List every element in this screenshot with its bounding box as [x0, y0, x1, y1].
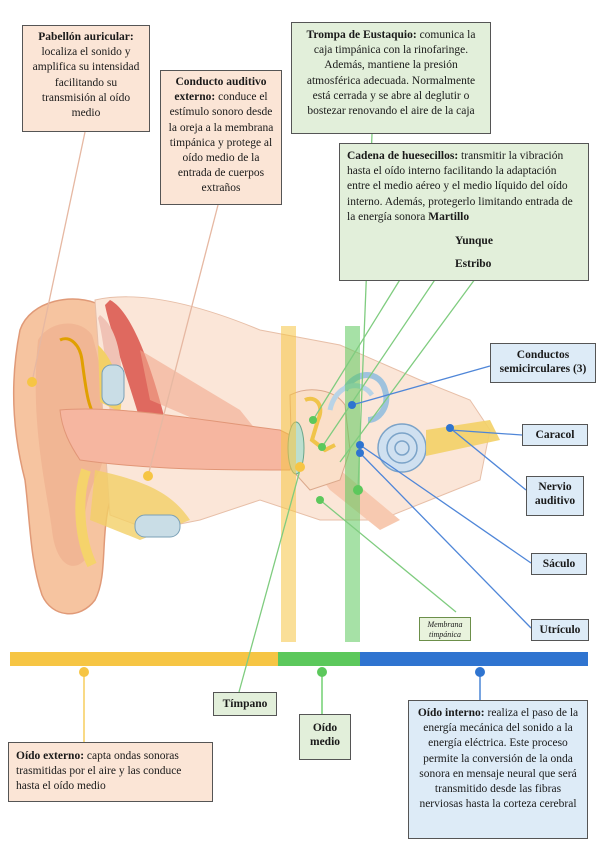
conductos-semicirculares-label: Conductos semicirculares (3): [490, 343, 596, 383]
martillo-label: Martillo: [428, 210, 470, 223]
conducto-auditivo-box: Conducto auditivo externo: conduce el es…: [160, 70, 282, 205]
conducto-title: Conducto auditivo externo:: [174, 76, 267, 104]
oido-medio-label: Oído medio: [299, 714, 351, 760]
saculo-label: Sáculo: [531, 553, 587, 575]
utriculo-label: Utrículo: [531, 619, 589, 641]
middle-ear-bar: [278, 652, 362, 666]
yunque-label: Yunque: [455, 235, 493, 247]
oido-externo-title: Oído externo:: [16, 750, 87, 762]
oido-interno-title: Oído interno:: [417, 707, 488, 719]
caracol-label: Caracol: [522, 424, 588, 446]
inner-ear-bar: [360, 652, 588, 666]
trompa-title: Trompa de Eustaquio:: [306, 29, 420, 41]
conducto-text: conduce el estímulo sonoro desde la orej…: [168, 91, 274, 195]
marker-dots: [27, 377, 485, 677]
cadena-text: transmitir la vibración hasta el oído in…: [347, 150, 573, 223]
outer-ear-bar: [10, 652, 280, 666]
pabellon-title: Pabellón auricular:: [38, 31, 134, 43]
oido-externo-text: capta ondas sonoras trasmitidas por el a…: [16, 750, 182, 793]
membrana-timpanica-tag: Membrana timpánica: [419, 617, 471, 641]
trompa-eustaquio-box: Trompa de Eustaquio: comunica la caja ti…: [291, 22, 491, 134]
oido-interno-text: realiza el paso de la energía mecánica d…: [419, 707, 579, 811]
nervio-auditivo-label: Nervio auditivo: [526, 476, 584, 516]
ear-canal-illustration: [59, 408, 301, 471]
trompa-text: comunica la caja timpánica con la rinofa…: [306, 29, 476, 117]
cadena-huesecillos-box: Cadena de huesecillos: transmitir la vib…: [339, 143, 589, 281]
oido-interno-box: Oído interno: realiza el paso de la ener…: [408, 700, 588, 839]
timpano-label: Tímpano: [213, 692, 277, 716]
membrana-line-1: Membrana: [427, 620, 463, 629]
membrana-line-2: timpánica: [429, 630, 461, 639]
cadena-title: Cadena de huesecillos:: [347, 150, 462, 162]
pabellon-auricular-box: Pabellón auricular: localiza el sonido y…: [22, 25, 150, 132]
estribo-label: Estribo: [455, 258, 492, 270]
external-middle-boundary-bar: [281, 326, 296, 642]
pabellon-text: localiza el sonido y amplifica su intens…: [32, 46, 140, 119]
oido-externo-box: Oído externo: capta ondas sonoras trasmi…: [8, 742, 213, 802]
